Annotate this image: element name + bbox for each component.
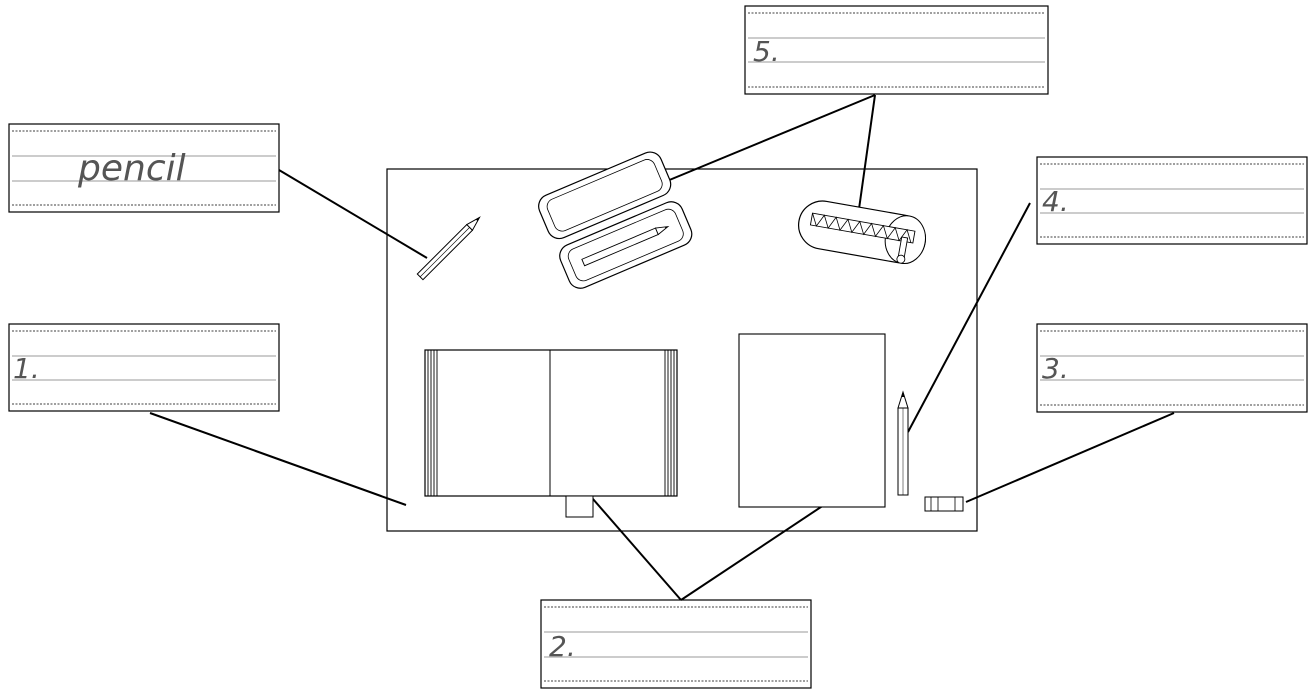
- box-2-number: 2.: [549, 630, 576, 663]
- label-box-4: 4.: [1037, 157, 1307, 244]
- pencil-icon: [898, 392, 908, 495]
- open-book-icon: [425, 350, 677, 517]
- label-box-1: 1.: [9, 324, 279, 411]
- leader-line-3: [966, 413, 1174, 502]
- box-1-number: 1.: [13, 352, 40, 385]
- box-4-number: 4.: [1042, 185, 1069, 218]
- leader-line-1: [150, 413, 406, 505]
- box-5-number: 5.: [753, 35, 780, 68]
- label-box-5: 5.: [745, 6, 1048, 94]
- label-box-3: 3.: [1037, 324, 1307, 412]
- notebook-icon: [739, 334, 885, 507]
- eraser-icon: [925, 497, 963, 511]
- example-answer-text: pencil: [77, 148, 186, 189]
- label-box-2: 2.: [541, 600, 811, 688]
- label-box-example: pencil: [9, 124, 279, 212]
- leader-line-5a: [667, 95, 875, 181]
- box-3-number: 3.: [1042, 352, 1069, 385]
